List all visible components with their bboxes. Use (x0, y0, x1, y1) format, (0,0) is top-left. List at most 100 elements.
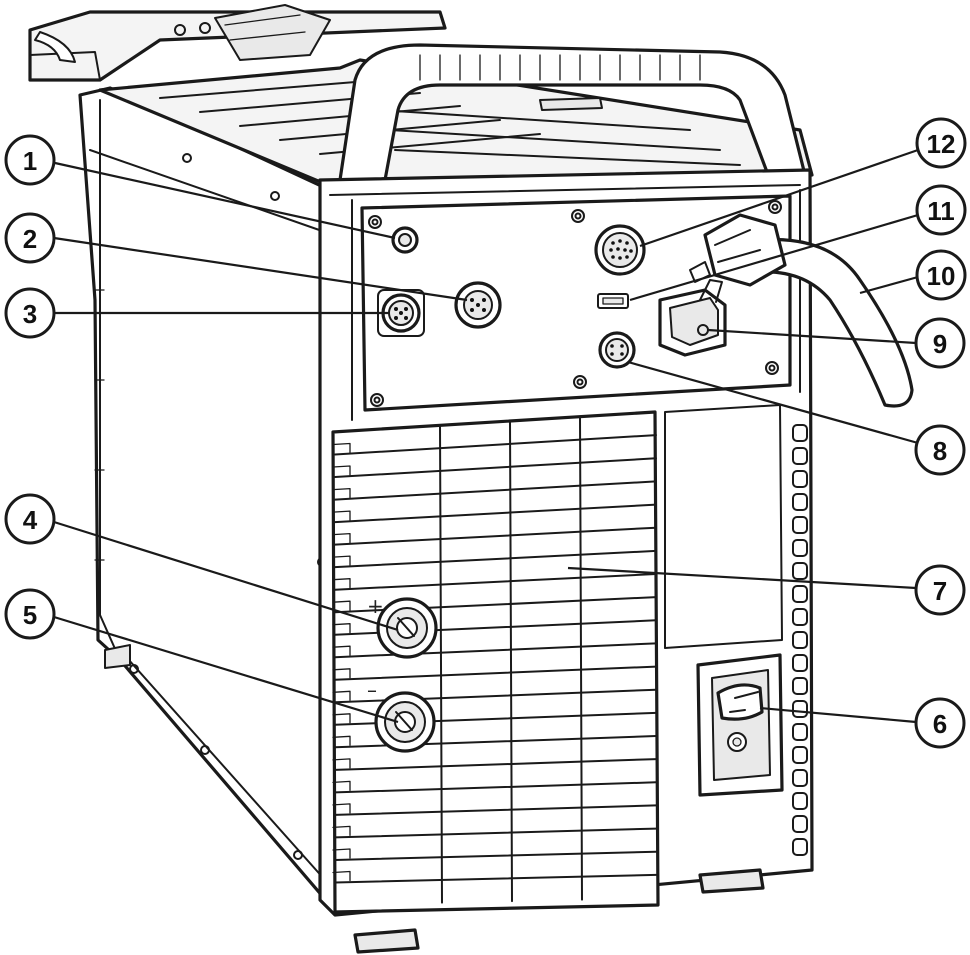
side-slot (792, 585, 808, 603)
callout-3-label: 3 (23, 299, 37, 329)
grille-slat (334, 873, 657, 884)
grille-slat (334, 665, 657, 681)
callout-7-label: 7 (933, 576, 947, 606)
plus-sign: + (367, 594, 384, 618)
minus-sign: – (367, 678, 377, 702)
vent-grille (331, 410, 660, 914)
grille-notch (332, 442, 351, 454)
grille-notch (332, 465, 351, 476)
grille-slat (334, 526, 657, 546)
grille-notch (332, 758, 351, 769)
callout-5: 5 (4, 588, 56, 640)
grille-slat (334, 758, 657, 771)
side-slot (792, 470, 808, 488)
leader-9 (707, 328, 917, 345)
grille-notch (332, 848, 351, 859)
callout-4-label: 4 (23, 505, 38, 535)
grille-notch (332, 510, 351, 521)
grille-notch (332, 487, 351, 499)
side-slot (792, 723, 808, 741)
side-slot (792, 516, 808, 534)
grille-notch (332, 668, 351, 679)
leader-12 (639, 148, 919, 248)
side-slot (792, 539, 808, 557)
grille-notch (332, 780, 351, 792)
connector-plate (351, 189, 801, 421)
side-slot (792, 562, 808, 580)
grille-notch (332, 870, 351, 882)
side-slot (792, 815, 808, 833)
grille-slat (334, 434, 657, 456)
callout-6: 6 (914, 697, 966, 749)
callout-12-label: 12 (927, 129, 956, 159)
grille-slat (334, 457, 657, 478)
leader-lines (53, 148, 919, 724)
grille-slat (334, 804, 657, 816)
callout-1-label: 1 (23, 146, 37, 176)
grille-slat (334, 573, 657, 591)
top-carry-bar (28, 4, 447, 82)
grille-notch (332, 645, 351, 656)
grille-divider (579, 415, 583, 901)
callout-8: 8 (914, 424, 966, 476)
side-slot (792, 792, 808, 810)
side-slot (792, 424, 808, 442)
leader-4 (53, 520, 399, 632)
callout-7: 7 (914, 564, 966, 616)
side-slot (792, 700, 808, 718)
callout-10: 10 (915, 249, 967, 301)
grille-slat (334, 827, 657, 839)
grille-notch (332, 803, 351, 814)
grille-slat (334, 642, 657, 659)
callout-8-label: 8 (933, 436, 947, 466)
grille-notch (332, 825, 351, 837)
leader-5 (53, 615, 399, 724)
hinged-connector-socket (658, 279, 727, 357)
grille-slat (334, 850, 657, 861)
usb-port (597, 293, 629, 309)
callout-2-label: 2 (23, 224, 37, 254)
leader-2 (53, 236, 468, 302)
side-slot (792, 631, 808, 649)
grille-notch (332, 532, 351, 544)
grille-notch (332, 578, 351, 589)
grille-notch (332, 690, 351, 701)
callout-9: 9 (914, 317, 966, 369)
positive-output-socket (376, 597, 438, 659)
side-slot (792, 654, 808, 672)
side-slot (792, 447, 808, 465)
callout-9-label: 9 (933, 329, 947, 359)
side-slot (792, 493, 808, 511)
grille-slat (334, 781, 657, 794)
grille-notch (332, 713, 351, 724)
grille-divider (509, 420, 513, 903)
callout-11-label: 11 (927, 196, 955, 226)
multipin-socket-right (454, 281, 502, 329)
leader-6 (759, 706, 917, 724)
grille-notch (332, 735, 351, 746)
side-slot (792, 838, 808, 856)
leader-1 (54, 161, 396, 240)
callout-1: 1 (4, 134, 56, 186)
callout-4: 4 (4, 493, 56, 545)
grille-notch (332, 600, 351, 611)
callout-3: 3 (4, 287, 56, 339)
grille-slat (334, 503, 657, 524)
side-slot (792, 677, 808, 695)
grille-slat (334, 480, 657, 501)
mains-cable (689, 213, 914, 408)
leader-8 (627, 360, 919, 445)
callout-6-label: 6 (933, 709, 947, 739)
grille-notch (332, 623, 351, 634)
feet (104, 644, 765, 954)
small-socket (391, 226, 419, 254)
rear-plate (664, 404, 783, 649)
carry-handle (338, 43, 807, 182)
callout-2: 2 (4, 212, 56, 264)
callout-11: 11 (915, 184, 967, 236)
small-round-connector (598, 331, 636, 369)
top-surface (98, 58, 814, 190)
callout-5-label: 5 (23, 600, 37, 630)
